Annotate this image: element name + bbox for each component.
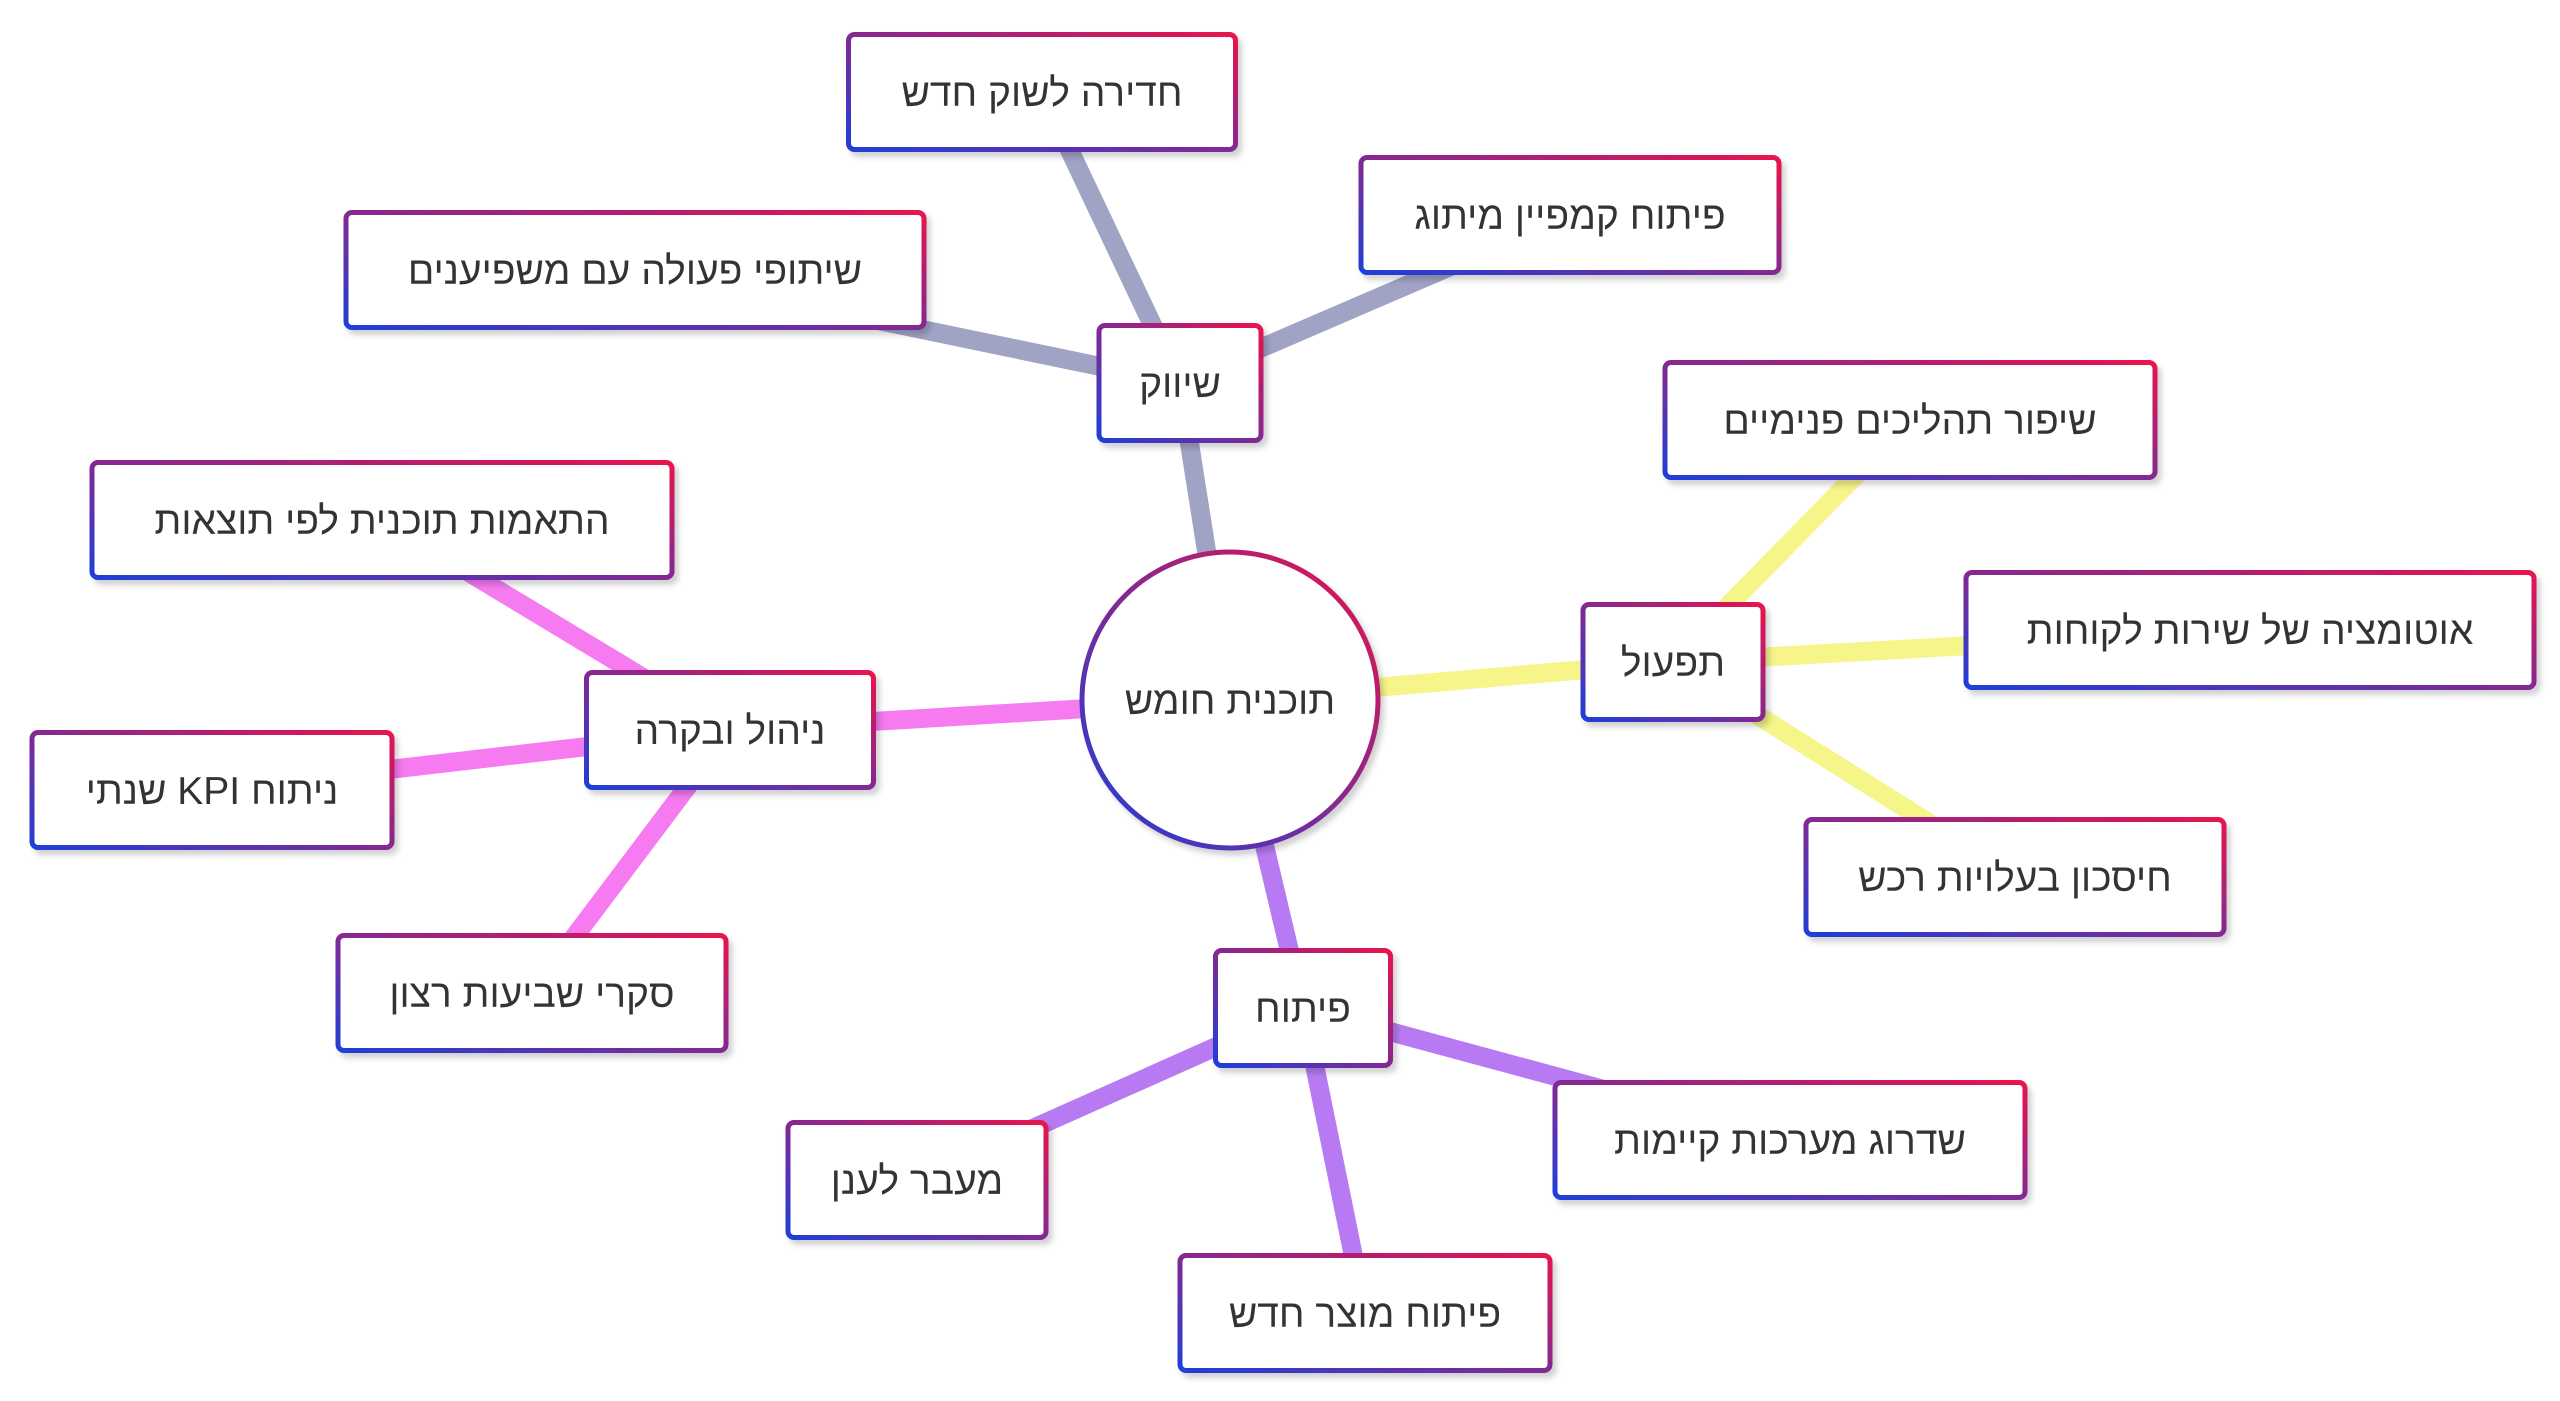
node-label: מעבר לענן bbox=[831, 1160, 1003, 1203]
node-label: שדרוג מערכות קיימות bbox=[1614, 1120, 1966, 1163]
node-box bbox=[846, 32, 1238, 152]
node-operations[interactable]: תפעול bbox=[1580, 602, 1766, 722]
node-label: שיתופי פעולה עם משפיענים bbox=[408, 250, 862, 293]
node-box bbox=[1096, 323, 1264, 443]
node-box bbox=[1213, 948, 1393, 1068]
node-development[interactable]: פיתוח bbox=[1213, 948, 1393, 1068]
node-marketing[interactable]: שיווק bbox=[1096, 323, 1264, 443]
node-management[interactable]: ניהול ובקרה bbox=[584, 670, 876, 790]
node-label: ניתוח KPI שנתי bbox=[86, 770, 339, 813]
node-plan-adjust[interactable]: התאמות תוכנית לפי תוצאות bbox=[89, 460, 675, 580]
node-cloud-migration[interactable]: מעבר לענן bbox=[785, 1120, 1049, 1240]
node-box bbox=[1580, 602, 1766, 722]
node-box bbox=[335, 933, 729, 1053]
node-satisfaction-surveys[interactable]: סקרי שביעות רצון bbox=[335, 933, 729, 1053]
node-box bbox=[1662, 360, 2158, 480]
node-service-automation[interactable]: אוטומציה של שירות לקוחות bbox=[1963, 570, 2537, 690]
node-internal-processes[interactable]: שיפור תהליכים פנימיים bbox=[1662, 360, 2158, 480]
node-label: חדירה לשוק חדש bbox=[901, 72, 1182, 115]
node-new-market[interactable]: חדירה לשוק חדש bbox=[846, 32, 1238, 152]
node-label: אוטומציה של שירות לקוחות bbox=[2027, 610, 2474, 653]
node-box bbox=[785, 1120, 1049, 1240]
node-box bbox=[89, 460, 675, 580]
node-label: שיפור תהליכים פנימיים bbox=[1723, 400, 2096, 443]
nodes: חדירה לשוק חדש פיתוח קמפיין מיתוג שיתופי פ… bbox=[29, 32, 2537, 1373]
node-label: תפעול bbox=[1621, 642, 1725, 685]
node-label: ניהול ובקרה bbox=[635, 710, 826, 753]
node-label: סקרי שביעות רצון bbox=[389, 973, 674, 1016]
node-box bbox=[343, 210, 927, 330]
node-brand-campaign[interactable]: פיתוח קמפיין מיתוג bbox=[1358, 155, 1782, 275]
node-influencers[interactable]: שיתופי פעולה עם משפיענים bbox=[343, 210, 927, 330]
node-upgrade-systems[interactable]: שדרוג מערכות קיימות bbox=[1552, 1080, 2028, 1200]
node-box bbox=[584, 670, 876, 790]
node-label: פיתוח מוצר חדש bbox=[1229, 1293, 1501, 1336]
node-box bbox=[29, 730, 395, 850]
root-node[interactable]: תוכנית חומש bbox=[1079, 549, 1381, 851]
node-box bbox=[1803, 817, 2227, 937]
root-circle bbox=[1079, 549, 1381, 851]
node-label: פיתוח bbox=[1255, 988, 1351, 1031]
node-label: חיסכון בעלויות רכש bbox=[1858, 857, 2172, 900]
node-label: שיווק bbox=[1139, 363, 1221, 406]
node-procurement-savings[interactable]: חיסכון בעלויות רכש bbox=[1803, 817, 2227, 937]
root-label: תוכנית חומש bbox=[1125, 680, 1336, 723]
node-new-product[interactable]: פיתוח מוצר חדש bbox=[1177, 1253, 1553, 1373]
node-box bbox=[1177, 1253, 1553, 1373]
node-box bbox=[1552, 1080, 2028, 1200]
node-label: התאמות תוכנית לפי תוצאות bbox=[154, 500, 609, 543]
node-kpi-analysis[interactable]: ניתוח KPI שנתי bbox=[29, 730, 395, 850]
node-box bbox=[1963, 570, 2537, 690]
node-label: פיתוח קמפיין מיתוג bbox=[1414, 195, 1725, 238]
node-box bbox=[1358, 155, 1782, 275]
